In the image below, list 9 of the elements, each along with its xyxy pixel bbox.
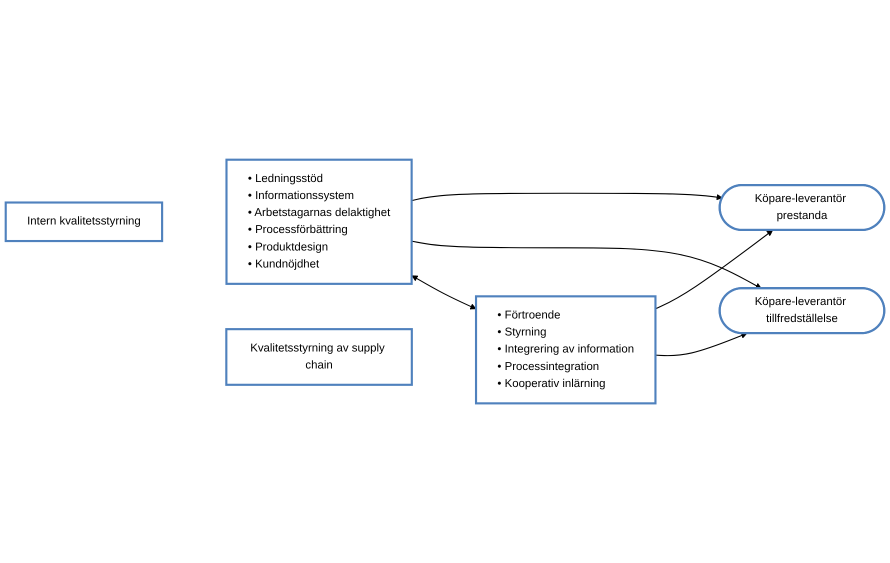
arrow [412, 275, 476, 310]
arrow [655, 332, 748, 356]
node-box: Intern kvalitetsstyrning [4, 201, 164, 242]
node-box: • Förtroende • Styrning • Integrering av information • Processintegration • Kooperativ inlärning [474, 295, 657, 404]
node-box: • Ledningsstöd • Informationssystem • Arbetstagarnas delaktighet • Processförbättring • Produktdesign • Kundnöjdhet [225, 158, 413, 285]
arrow [412, 240, 762, 289]
arrow [655, 230, 773, 310]
arrow [412, 192, 723, 202]
node-box: Kvalitetsstyrning av supply chain [225, 328, 413, 386]
